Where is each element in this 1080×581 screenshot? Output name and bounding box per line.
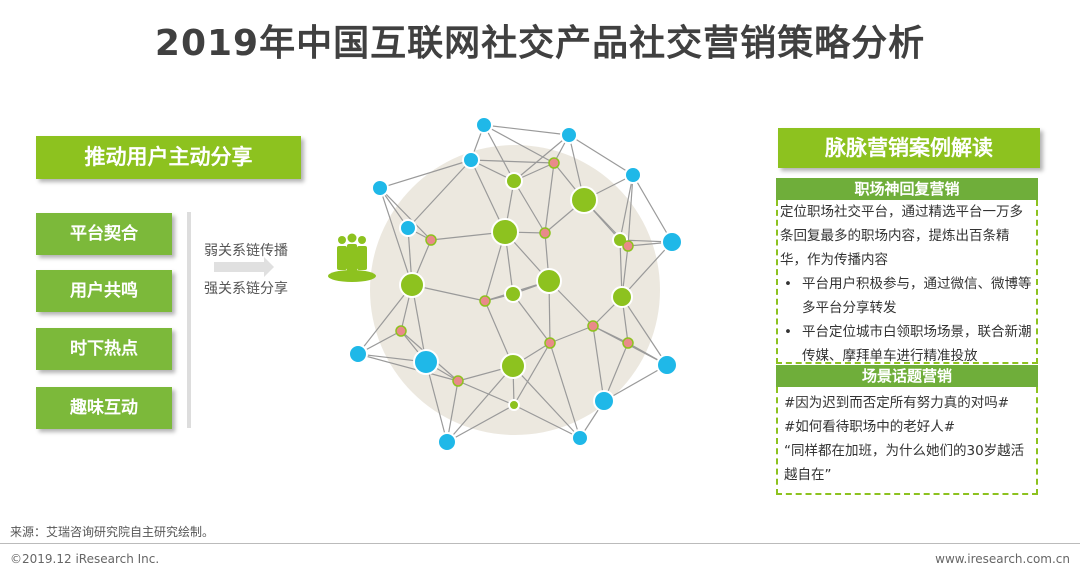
network-node [413, 349, 439, 375]
right-header: 脉脉营销案例解读 [778, 128, 1040, 168]
network-node [452, 375, 464, 387]
network-edge [621, 296, 668, 366]
network-edge [379, 187, 432, 241]
network-node [399, 272, 425, 298]
network-node [504, 285, 522, 303]
network-edge [425, 361, 448, 443]
network-edge [470, 159, 555, 164]
network-node [425, 234, 437, 246]
footer-divider [0, 543, 1080, 544]
network-edge [513, 180, 546, 234]
case2-box: #因为迟到而否定所有努力真的对吗# #如何看待职场中的老好人# “同样都在加班，… [776, 387, 1038, 495]
network-edge [619, 174, 634, 241]
topic-line: #因为迟到而否定所有努力真的对吗# [784, 395, 1010, 411]
case1-box: 定位职场社交平台，通过精选平台一万多条回复最多的职场内容，提炼出百条精华，作为传… [776, 200, 1038, 364]
network-edge [627, 174, 634, 247]
network-edge [632, 174, 673, 243]
item-fun-interaction: 趣味互动 [36, 387, 172, 429]
network-node [505, 172, 523, 190]
arrow-icon [214, 257, 274, 277]
network-node [560, 126, 578, 144]
website: www.iresearch.com.cn [935, 552, 1070, 566]
copyright: ©2019.12 iResearch Inc. [10, 552, 160, 566]
network-node [570, 186, 598, 214]
network-node [571, 429, 589, 447]
network-node [491, 218, 519, 246]
network-edge [603, 364, 668, 402]
network-node [548, 157, 560, 169]
network-edge [483, 124, 570, 136]
network-node [536, 268, 562, 294]
network-node [622, 240, 634, 252]
network-edge [512, 293, 551, 344]
network-node [611, 286, 633, 308]
network-edge [513, 342, 551, 406]
item-user-resonance: 用户共鸣 [36, 270, 172, 312]
case1-title: 职场神回复营销 [776, 178, 1038, 200]
network-edge [407, 159, 472, 229]
network-node [479, 295, 491, 307]
network-edge [592, 325, 629, 344]
case2-title: 场景话题营销 [776, 365, 1038, 387]
case1-bullet: 平台用户积极参与，通过微信、微博等多平台分享转发 [780, 272, 1034, 320]
source-note: 来源：艾瑞咨询研究院自主研究绘制。 [10, 525, 215, 539]
topic-line: #如何看待职场中的老好人# [784, 419, 956, 435]
case1-bullet: 平台定位城市白领职场场景，联合新潮传媒、摩拜单车进行精准投放 [780, 320, 1034, 368]
network-node [656, 354, 678, 376]
people-icon [328, 233, 376, 282]
item-platform-fit: 平台契合 [36, 213, 172, 255]
topic-line: “同样都在加班，为什么她们的30岁越活越自在” [784, 443, 1025, 483]
network-edge [357, 284, 413, 355]
network-edge [483, 124, 515, 182]
network-edge [379, 187, 413, 286]
network-node [593, 390, 615, 412]
network-edge [457, 380, 515, 406]
network-node [371, 179, 389, 197]
network-edge [544, 162, 555, 234]
network-node [624, 166, 642, 184]
page-title: 2019年中国互联网社交产品社交营销策略分析 [154, 23, 926, 64]
network-node [539, 227, 551, 239]
network-edge [446, 380, 459, 443]
network-node [508, 399, 520, 411]
network-edge [446, 404, 515, 443]
network-node [661, 231, 683, 253]
network-node [399, 219, 417, 237]
network-edge [513, 134, 570, 182]
network-edge [549, 342, 581, 439]
network-edge [621, 241, 673, 298]
weak-tie-label: 弱关系链传播 [204, 243, 288, 259]
network-edge [379, 159, 472, 189]
divider [187, 212, 191, 428]
network-node [395, 325, 407, 337]
strong-tie-label: 强关系链分享 [204, 281, 288, 297]
network-node [462, 151, 480, 169]
network-node [500, 353, 526, 379]
case1-intro: 定位职场社交平台，通过精选平台一万多条回复最多的职场内容，提炼出百条精华，作为传… [780, 204, 1023, 268]
network-edge [513, 404, 581, 439]
network-edge [549, 325, 594, 344]
network-node [587, 320, 599, 332]
network-node [437, 432, 457, 452]
network-node [348, 344, 368, 364]
network-edge [357, 353, 459, 382]
left-header: 推动用户主动分享 [36, 136, 301, 179]
network-node [475, 116, 493, 134]
network-edge [512, 365, 581, 439]
network-edge [568, 134, 634, 176]
item-hot-topics: 时下热点 [36, 328, 172, 370]
network-edge [446, 365, 514, 443]
network-node [544, 337, 556, 349]
network-node [622, 337, 634, 349]
network-edge [411, 284, 427, 363]
network-edge [592, 325, 605, 402]
